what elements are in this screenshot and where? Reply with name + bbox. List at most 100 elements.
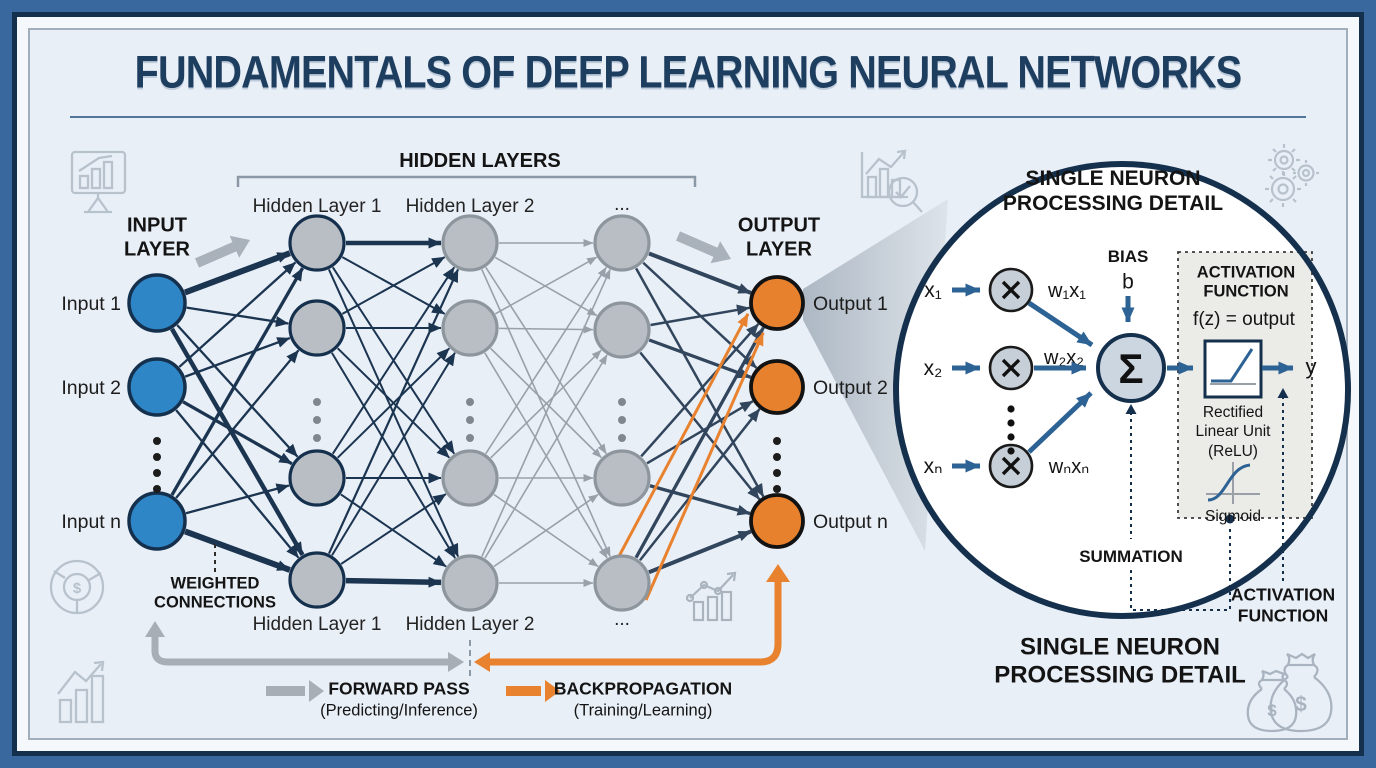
svg-text:$: $ <box>1295 693 1307 716</box>
svg-label: Σ <box>1118 345 1143 392</box>
svg-label: Output n <box>813 511 888 533</box>
svg-label: w₁x₁ <box>1047 280 1086 302</box>
ellipsis-dots <box>1007 433 1015 441</box>
output-node <box>749 275 805 331</box>
network-edge <box>331 266 456 455</box>
network-edge <box>182 400 293 466</box>
forward-pass-arrowhead <box>448 652 464 672</box>
network-edge <box>178 261 297 368</box>
network-edge <box>640 323 760 458</box>
backpropagation-label: BACKPROPAGATION <box>553 678 733 699</box>
ellipsis-dots <box>153 453 161 461</box>
network-edge <box>184 528 291 573</box>
ellipsis-dots <box>313 398 321 406</box>
hidden-node <box>593 301 651 359</box>
ellipsis-dots <box>773 437 781 445</box>
network-edge <box>184 250 291 296</box>
to-sum-arrow <box>1027 391 1093 454</box>
network-edge <box>485 266 607 455</box>
hidden-layers-label: HIDDEN LAYERS <box>399 150 561 173</box>
activation-function-header: ACTIVATION FUNCTION <box>1196 263 1296 301</box>
svg-text:$: $ <box>73 580 82 597</box>
hidden-node <box>441 554 499 612</box>
ellipsis-dots <box>313 434 321 442</box>
hidden2-top-label: Hidden Layer 2 <box>405 195 535 217</box>
network-edge <box>635 267 765 498</box>
presentation-chart-icon <box>70 150 127 214</box>
network-edge <box>493 493 599 568</box>
ellipsis-dots <box>773 485 781 493</box>
relu-caption: Rectified Linear Unit (ReLU) <box>1195 403 1271 460</box>
ellipsis-dots <box>618 434 626 442</box>
network-edge <box>341 256 446 315</box>
ellipsis-dots <box>618 398 626 406</box>
network-edge <box>648 529 752 575</box>
network-edge <box>176 324 299 458</box>
ellipsis-dots <box>466 434 474 442</box>
summation-label: SUMMATION <box>1079 546 1183 566</box>
ellipsis-dots <box>313 416 321 424</box>
input-node <box>127 357 187 417</box>
hidden1-bottom-label: Hidden Layer 1 <box>252 613 382 635</box>
network-edge <box>490 349 602 459</box>
growth-line-icon <box>685 571 737 622</box>
hidden-node <box>288 214 346 272</box>
chart-audit-magnifier-icon <box>860 149 923 213</box>
hidden-node <box>288 299 346 357</box>
hidden-layers-bracket <box>236 175 697 187</box>
ellipsis-dots <box>773 453 781 461</box>
network-edge <box>650 304 750 327</box>
svg-label: Output 2 <box>813 377 888 399</box>
activation-callout-arrowhead <box>1277 388 1289 398</box>
network-edge <box>484 354 608 559</box>
network-edge <box>331 352 456 556</box>
bar-growth-icon <box>57 660 105 724</box>
hidden-node <box>441 214 499 272</box>
forward-pass-arrow <box>151 636 450 666</box>
output-node <box>749 493 805 549</box>
ellipsis-dots <box>1007 447 1015 455</box>
network-edge <box>184 336 291 378</box>
network-edge <box>634 326 765 559</box>
multiply-x-glyph <box>1001 280 1021 300</box>
bias-value: b <box>1122 270 1134 294</box>
network-edge <box>644 332 765 601</box>
network-edge <box>175 409 300 559</box>
input-node <box>127 491 187 551</box>
svg-label: Input 2 <box>61 377 121 399</box>
network-edge <box>345 576 442 588</box>
hidden-node <box>288 449 346 507</box>
svg-label: x₂ <box>924 357 943 380</box>
neuron-title-bottom: SINGLE NEURON PROCESSING DETAIL <box>994 633 1246 689</box>
ellipsis-dots <box>153 469 161 477</box>
network-edge <box>340 493 447 565</box>
to-sum-arrow <box>1027 300 1094 348</box>
weighted-connections-label: WEIGHTED CONNECTIONS <box>154 574 276 612</box>
output-node <box>749 359 805 415</box>
title-underline <box>70 116 1306 118</box>
ellipsis-dots <box>153 485 161 493</box>
hidden-node <box>288 551 346 609</box>
input-layer-label: INPUT LAYER <box>124 214 190 260</box>
network-edge <box>639 351 761 501</box>
network-edge <box>498 325 594 334</box>
neuron-circle <box>893 161 1351 619</box>
network-edge <box>494 256 598 317</box>
relu-curve <box>1211 348 1254 383</box>
backpropagation-sublabel: (Training/Learning) <box>573 701 713 720</box>
hidden2-bottom-label: Hidden Layer 2 <box>405 613 535 635</box>
svg-label: Input n <box>61 511 121 533</box>
summation-node <box>1096 333 1166 403</box>
hidden-node <box>593 449 651 507</box>
ellipsis-dots <box>773 469 781 477</box>
forward-pass-sublabel: (Predicting/Inference) <box>320 701 478 720</box>
hidden-node <box>593 214 651 272</box>
hidden1-top-label: Hidden Layer 1 <box>252 195 382 217</box>
backpropagation-arrow <box>489 580 782 666</box>
neuron-output-label: y <box>1305 354 1317 380</box>
activation-callout-dot <box>1225 514 1235 524</box>
network-edge <box>327 268 460 555</box>
forward-pass-arrowhead <box>145 621 165 637</box>
forward-hint-arrow-left <box>195 235 250 268</box>
ellipsis-dots <box>1007 405 1015 413</box>
